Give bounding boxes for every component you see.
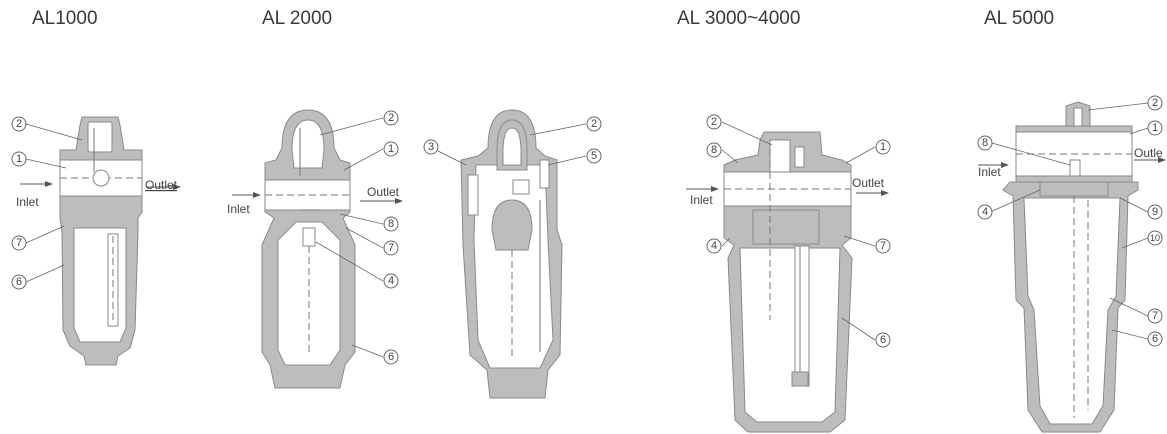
al2000-outlet-label: Outlet — [367, 185, 400, 199]
svg-text:10: 10 — [1150, 233, 1160, 243]
svg-text:4: 4 — [982, 206, 988, 218]
svg-text:2: 2 — [1152, 97, 1158, 109]
svg-text:1: 1 — [880, 141, 886, 153]
al3000-outlet-label: Outlet — [852, 176, 885, 190]
title-al1000: AL1000 — [32, 8, 98, 29]
svg-text:2: 2 — [16, 118, 22, 130]
al2000-section-callout-2: 2 — [586, 116, 602, 132]
al2000-callout-8: 8 — [383, 216, 399, 232]
svg-text:7: 7 — [16, 237, 22, 249]
svg-text:7: 7 — [1152, 310, 1158, 322]
al3000-callout-4: 4 — [706, 238, 722, 254]
al1000-callout-1: 1 — [11, 151, 27, 167]
svg-text:4: 4 — [711, 240, 717, 252]
al5000-callout-8: 8 — [977, 135, 993, 151]
al5000-inlet-label: Inlet — [978, 165, 1001, 179]
svg-text:5: 5 — [591, 150, 597, 162]
al3000-drawing — [723, 131, 853, 433]
svg-text:6: 6 — [1152, 333, 1158, 345]
svg-text:1: 1 — [1152, 122, 1158, 134]
svg-text:2: 2 — [388, 112, 394, 124]
title-al2000: AL 2000 — [262, 8, 333, 29]
al2000-callout-7: 7 — [383, 240, 399, 256]
al5000-callout-9: 9 — [1147, 204, 1163, 220]
title-al5000: AL 5000 — [984, 8, 1055, 29]
port-labels: Inlet Outlet Inlet Outlet Inlet Outlet I… — [16, 146, 1163, 216]
al3000-callout-2: 2 — [706, 114, 722, 130]
al2000-section-callout-3: 3 — [423, 139, 439, 155]
al5000-callout-7: 7 — [1147, 308, 1163, 324]
svg-text:7: 7 — [880, 240, 886, 252]
svg-text:7: 7 — [388, 242, 394, 254]
al3000-callout-8: 8 — [706, 142, 722, 158]
al1000-inlet-label: Inlet — [16, 195, 39, 209]
al3000-inlet-label: Inlet — [690, 193, 713, 207]
al1000-callout-6: 6 — [11, 274, 27, 290]
svg-text:2: 2 — [711, 116, 717, 128]
svg-text:1: 1 — [16, 153, 22, 165]
al5000-outlet-label: Outle — [1134, 146, 1163, 160]
svg-text:6: 6 — [16, 276, 22, 288]
al2000-drawing-section — [460, 109, 563, 399]
svg-text:3: 3 — [428, 141, 434, 153]
al2000-callout-6: 6 — [383, 349, 399, 365]
title-al3000-4000: AL 3000~4000 — [677, 8, 801, 29]
svg-text:8: 8 — [711, 144, 717, 156]
al5000-drawing — [1002, 101, 1139, 433]
al2000-section-callout-5: 5 — [586, 148, 602, 164]
svg-text:4: 4 — [388, 275, 394, 287]
al1000-callout-7: 7 — [11, 235, 27, 251]
svg-text:8: 8 — [982, 137, 988, 149]
flow-arrows — [20, 157, 1166, 204]
al5000-callout-4: 4 — [977, 204, 993, 220]
svg-text:9: 9 — [1152, 206, 1158, 218]
al2000-drawing-front — [261, 109, 356, 389]
al3000-callout-1: 1 — [875, 139, 891, 155]
svg-text:1: 1 — [388, 143, 394, 155]
al2000-callout-4: 4 — [383, 273, 399, 289]
leader-lines — [25, 102, 1149, 358]
al2000-inlet-label: Inlet — [227, 202, 250, 216]
al5000-callout-1: 1 — [1147, 120, 1163, 136]
al2000-callout-2: 2 — [383, 110, 399, 126]
al3000-callout-6: 6 — [875, 332, 891, 348]
al2000-callout-1: 1 — [383, 141, 399, 157]
al1000-callout-2: 2 — [11, 116, 27, 132]
al3000-callout-7: 7 — [875, 238, 891, 254]
svg-text:8: 8 — [388, 218, 394, 230]
svg-text:6: 6 — [880, 334, 886, 346]
svg-text:2: 2 — [591, 118, 597, 130]
al1000-drawing — [59, 116, 143, 366]
svg-text:6: 6 — [388, 351, 394, 363]
al5000-callout-2: 2 — [1147, 95, 1163, 111]
al1000-outlet-label: Outlet — [145, 178, 178, 192]
al5000-callout-10: 10 — [1147, 230, 1163, 246]
al5000-callout-6: 6 — [1147, 331, 1163, 347]
